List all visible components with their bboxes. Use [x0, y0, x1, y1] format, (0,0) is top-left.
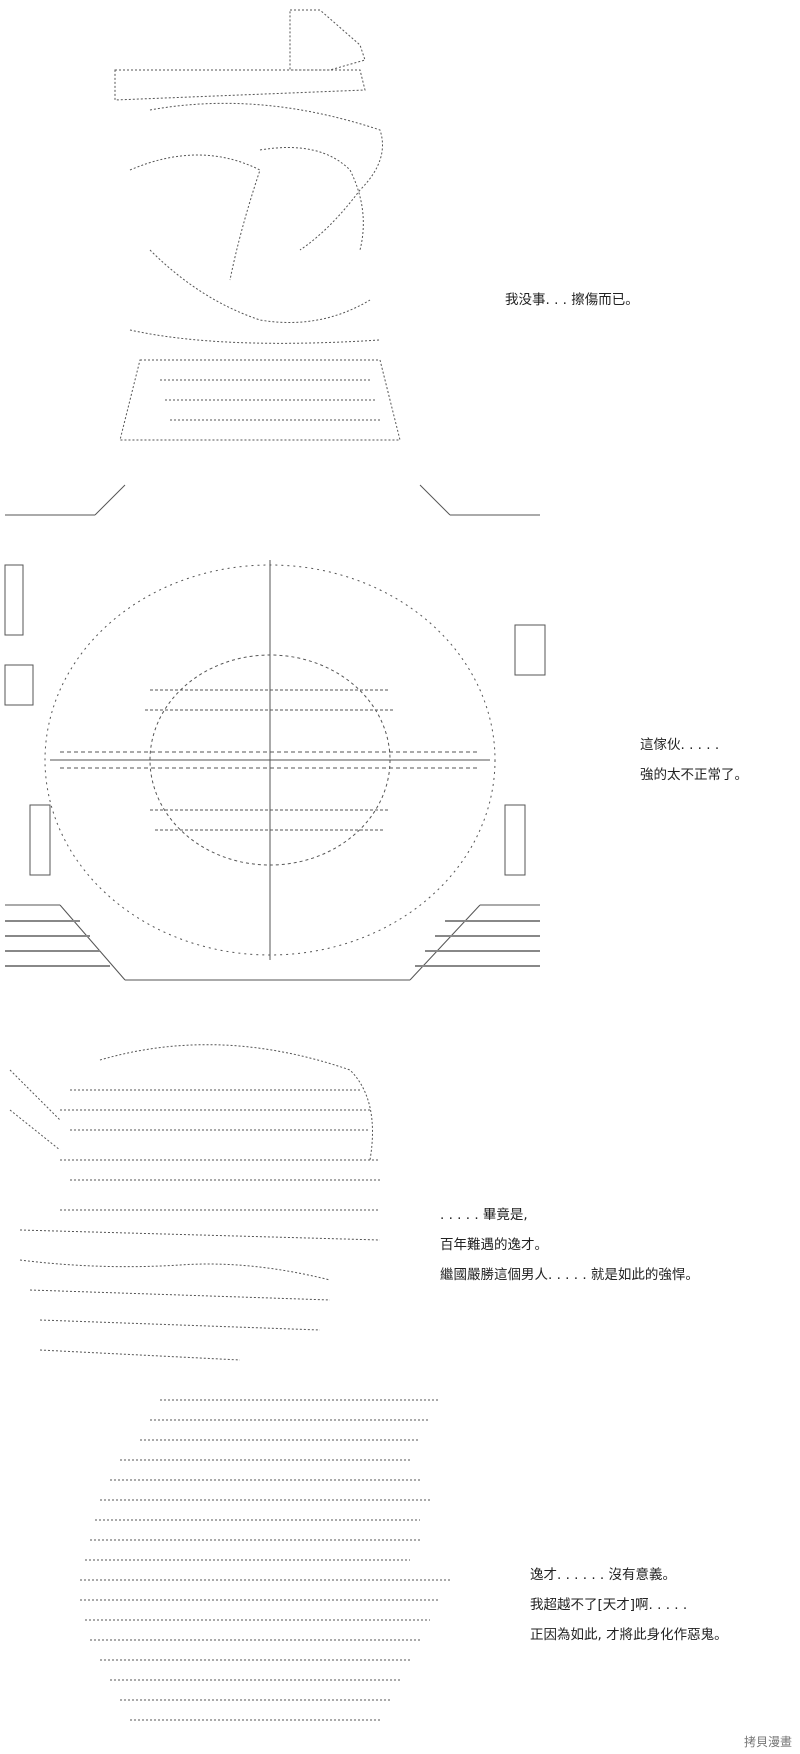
ascii-art-character-hair: [0, 1010, 420, 1380]
caption-line: 我没事. . . 擦傷而已。: [505, 292, 639, 308]
panel-2: 這傢伙. . . . . 強的太不正常了。: [0, 530, 800, 1010]
caption-line: 繼國嚴勝這個男人. . . . . 就是如此的強悍。: [440, 1267, 699, 1283]
caption-line: 這傢伙. . . . .: [640, 737, 720, 753]
ascii-art-character-head: [0, 0, 560, 530]
caption-line: 百年難遇的逸才。: [440, 1237, 548, 1253]
caption-panel-4: 逸才. . . . . . 沒有意義。 我超越不了[天才]啊. . . . . …: [530, 1560, 728, 1650]
caption-line: 強的太不正常了。: [640, 767, 748, 783]
ascii-art-character-face: [0, 1380, 500, 1740]
watermark: 拷貝漫畫: [743, 1735, 792, 1749]
caption-line: 逸才. . . . . . 沒有意義。: [530, 1567, 676, 1583]
caption-panel-2: 這傢伙. . . . . 強的太不正常了。: [640, 730, 748, 790]
ascii-art-scope-crosshair: [0, 530, 560, 1010]
caption-line: 正因為如此, 才將此身化作惡鬼。: [530, 1627, 728, 1643]
caption-line: . . . . . 畢竟是,: [440, 1207, 528, 1223]
panel-1: 我没事. . . 擦傷而已。: [0, 0, 800, 530]
caption-panel-3: . . . . . 畢竟是, 百年難遇的逸才。 繼國嚴勝這個男人. . . . …: [440, 1200, 699, 1290]
panel-3: . . . . . 畢竟是, 百年難遇的逸才。 繼國嚴勝這個男人. . . . …: [0, 1010, 800, 1380]
caption-line: 我超越不了[天才]啊. . . . .: [530, 1597, 688, 1613]
panel-4: 逸才. . . . . . 沒有意義。 我超越不了[天才]啊. . . . . …: [0, 1380, 800, 1754]
caption-panel-1: 我没事. . . 擦傷而已。: [505, 285, 639, 315]
